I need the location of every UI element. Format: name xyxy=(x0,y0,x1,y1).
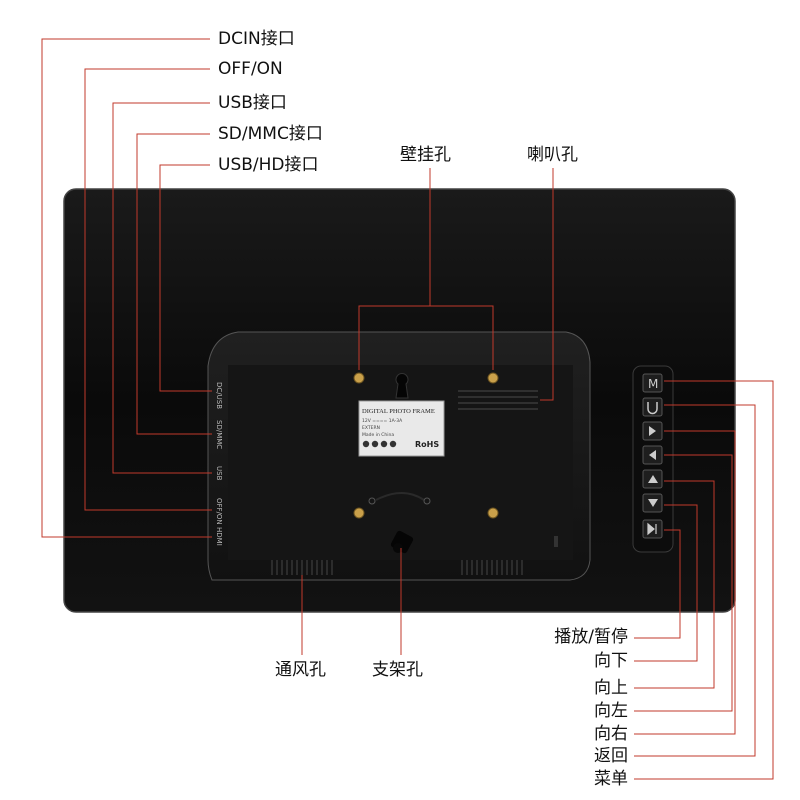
speaker-grille xyxy=(458,390,538,410)
stand-guide-dot-right xyxy=(423,497,431,505)
label-usb: USB接口 xyxy=(218,93,287,113)
back-icon xyxy=(647,402,658,415)
label-usbhd: USB/HD接口 xyxy=(218,155,319,175)
wall-screw-left xyxy=(353,372,365,384)
label-vent-hole: 通风孔 xyxy=(275,660,326,680)
product-sticker: DIGITAL PHOTO FRAME 12V ==== 1A-3A EXTER… xyxy=(358,400,445,457)
sticker-line3: Made in China xyxy=(362,432,394,438)
vent-left xyxy=(271,560,333,575)
leader-wall-bracket xyxy=(358,305,494,370)
leader-right xyxy=(634,430,736,735)
label-menu: 菜单 xyxy=(594,769,628,789)
leader-sdmmc xyxy=(136,133,212,435)
arrow-down-icon xyxy=(648,499,658,507)
label-down: 向下 xyxy=(594,651,628,671)
label-back: 返回 xyxy=(594,746,628,766)
stand-guide-arc xyxy=(375,492,425,501)
label-dcin: DCIN接口 xyxy=(218,29,295,49)
leader-dcin xyxy=(41,38,212,538)
leader-lines xyxy=(41,38,774,780)
sticker-line2: EXTERN xyxy=(362,425,380,431)
sticker-rohs: RoHS xyxy=(415,440,439,449)
arrow-up-icon xyxy=(648,475,658,483)
kensington-slot xyxy=(554,536,558,547)
cert-icons xyxy=(362,440,397,448)
port-text-sdmmc: SD/MMC xyxy=(215,420,223,449)
port-text-offon: OFF/ON xyxy=(215,498,223,525)
leader-usbhd xyxy=(159,164,212,392)
vent-right xyxy=(461,560,523,575)
label-right: 向右 xyxy=(594,724,628,744)
port-text-hdmi: HDMI xyxy=(215,527,223,546)
sticker-line1: 12V ==== 1A-3A xyxy=(362,418,403,424)
stand-screw-right xyxy=(487,507,499,519)
label-offon: OFF/ON xyxy=(218,59,283,79)
label-wall-hole: 壁挂孔 xyxy=(400,145,451,165)
leader-usb xyxy=(112,102,212,474)
menu-icon: M xyxy=(648,377,658,391)
leader-left xyxy=(634,454,733,712)
stand-guide-dot-left xyxy=(368,497,376,505)
side-buttons: M xyxy=(642,373,663,539)
leader-down xyxy=(634,504,698,662)
label-left: 向左 xyxy=(594,701,628,721)
leader-menu xyxy=(634,380,774,780)
port-strip: DC/USB SD/MMC USB OFF/ON HDMI xyxy=(215,382,223,546)
leader-up xyxy=(634,480,715,689)
play-pause-icon xyxy=(647,522,657,536)
leader-back xyxy=(634,404,756,757)
arrow-right-icon xyxy=(649,426,656,436)
menu-button[interactable] xyxy=(642,373,663,393)
label-play-pause: 播放/暂停 xyxy=(554,627,628,647)
leader-offon xyxy=(84,68,212,511)
label-sdmmc: SD/MMC接口 xyxy=(218,124,323,144)
label-stand-hole: 支架孔 xyxy=(372,660,423,680)
stand-screw-left xyxy=(353,507,365,519)
label-speaker-hole: 喇叭孔 xyxy=(527,145,578,165)
label-up: 向上 xyxy=(594,678,628,698)
port-text-usb: USB xyxy=(215,466,223,481)
keyhole-icon xyxy=(395,373,409,399)
port-text-dcusb: DC/USB xyxy=(215,382,223,409)
leader-play-pause xyxy=(634,529,681,639)
leader-speaker-hole xyxy=(540,168,554,401)
wall-screw-right xyxy=(487,372,499,384)
arrow-left-icon xyxy=(649,450,656,460)
sticker-title: DIGITAL PHOTO FRAME xyxy=(362,408,435,415)
